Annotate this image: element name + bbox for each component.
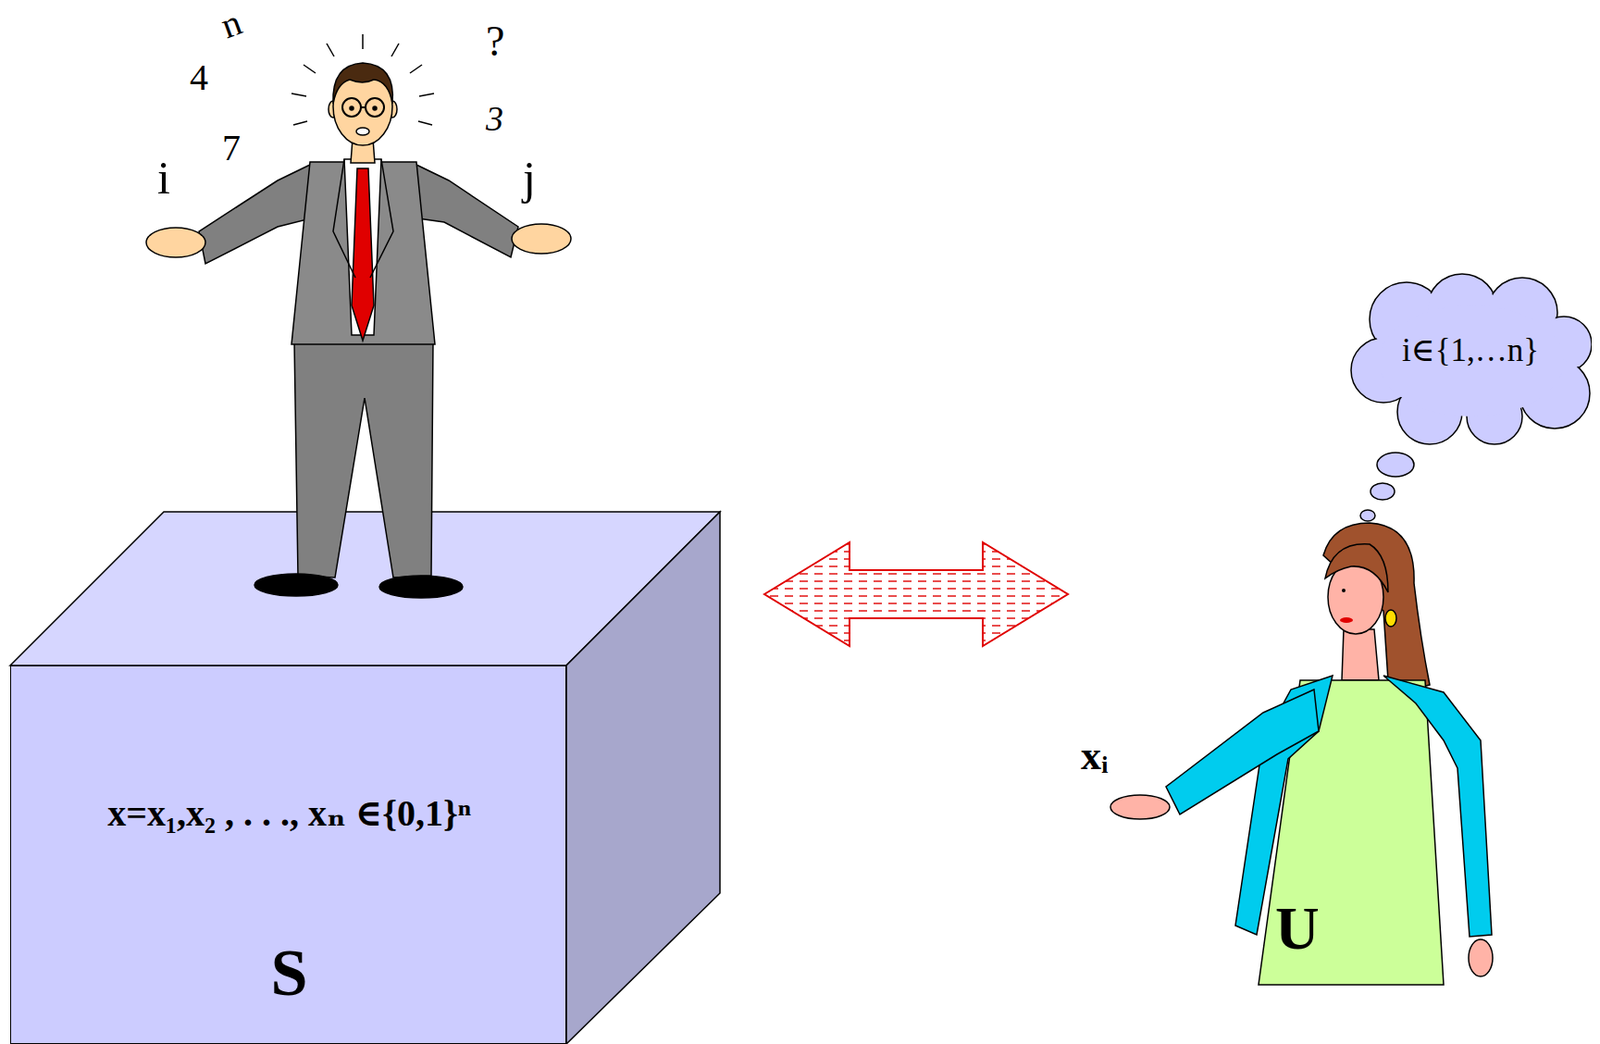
man-right-sleeve [411,164,519,258]
man-glasses [360,106,366,109]
man-shoe [379,575,463,598]
man-figure [146,34,571,598]
puzzle-ray [418,121,433,125]
woman-hand [1468,939,1493,977]
floating-symbol: ? [485,18,505,66]
woman-figure [1110,522,1493,985]
floating-symbol: n [215,1,248,47]
woman-lips [1339,617,1353,623]
puzzle-ray [419,93,435,97]
puzzle-ray [291,93,307,97]
man-glasses [342,98,361,117]
thought-cloud: i∈{1,…n} [1349,270,1592,447]
floating-symbol: j [522,152,536,204]
thought-dot [1370,483,1395,500]
retrieved-bit: xᵢ [1080,732,1109,781]
thought-dot [1360,509,1376,521]
woman-neck [1341,629,1379,681]
user-label: U [1275,893,1320,964]
woman-fringe [1325,544,1389,593]
man-eye [372,106,377,111]
man-right-hand [511,223,571,254]
woman-hair [1323,522,1430,688]
man-eye [349,106,354,111]
cloud-fill [1378,305,1564,417]
woman-hand [1110,794,1170,819]
man-glasses [365,98,385,117]
man-jacket [291,161,435,345]
server-cube: x=x₁,x₂ , . . ., xₙ ∈{0,1}ⁿS [10,665,567,1044]
floating-symbol: i [157,152,171,204]
floating-symbol: 3 [485,99,504,139]
thought-dot [1376,452,1414,477]
floating-symbol: 4 [189,57,209,99]
man-tie [351,168,374,341]
puzzle-ray [303,64,316,74]
cube-side-face [566,511,720,1044]
man-hair [333,62,394,104]
woman-earring [1385,609,1397,627]
puzzle-ray [293,121,308,125]
man-mouth [356,127,370,136]
server-label: S [270,934,308,1012]
puzzle-ray [361,34,364,50]
woman-jacket [1383,675,1492,937]
user-figure: xᵢU [1073,527,1500,991]
floating-symbol: 7 [222,127,241,169]
man-shoe [254,573,338,596]
woman-eye [1341,588,1346,593]
man-lapel [333,159,356,278]
index-thought: i∈{1,…n} [1401,332,1539,370]
man-trousers [294,340,434,578]
woman-sleeve [1165,689,1319,815]
man-lapel [370,159,394,278]
puzzle-ray [409,64,422,74]
man-left-sleeve [198,164,315,264]
database-string: x=x₁,x₂ , . . ., xₙ ∈{0,1}ⁿ [107,792,472,835]
man-left-hand [146,227,206,258]
puzzle-ray [391,43,399,57]
double-arrow [764,542,1068,646]
puzzle-ray [326,43,335,57]
